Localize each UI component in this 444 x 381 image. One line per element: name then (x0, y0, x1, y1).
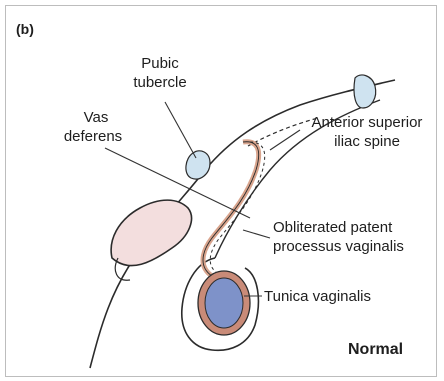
label-asis-line2: iliac spine (334, 133, 400, 150)
label-processus-line2: processus vaginalis (273, 238, 404, 255)
pubic-tubercle-bone (186, 151, 210, 179)
label-pubic-line1: Pubic (141, 55, 179, 72)
asis-bone (354, 75, 376, 108)
label-pubic-line2: tubercle (133, 74, 186, 91)
label-processus-line1: Obliterated patent (273, 219, 393, 236)
testis (205, 278, 243, 328)
label-tunica: Tunica vaginalis (264, 288, 371, 305)
label-asis-line1: Anterior superior (312, 114, 423, 131)
panel-label: (b) (16, 21, 34, 37)
caption-normal: Normal (348, 341, 403, 358)
label-vas-line1: Vas (84, 109, 109, 126)
leader-pubic-tubercle (165, 102, 196, 158)
penis (111, 200, 191, 266)
label-vas-line2: deferens (64, 128, 122, 145)
leader-processus (243, 230, 270, 238)
